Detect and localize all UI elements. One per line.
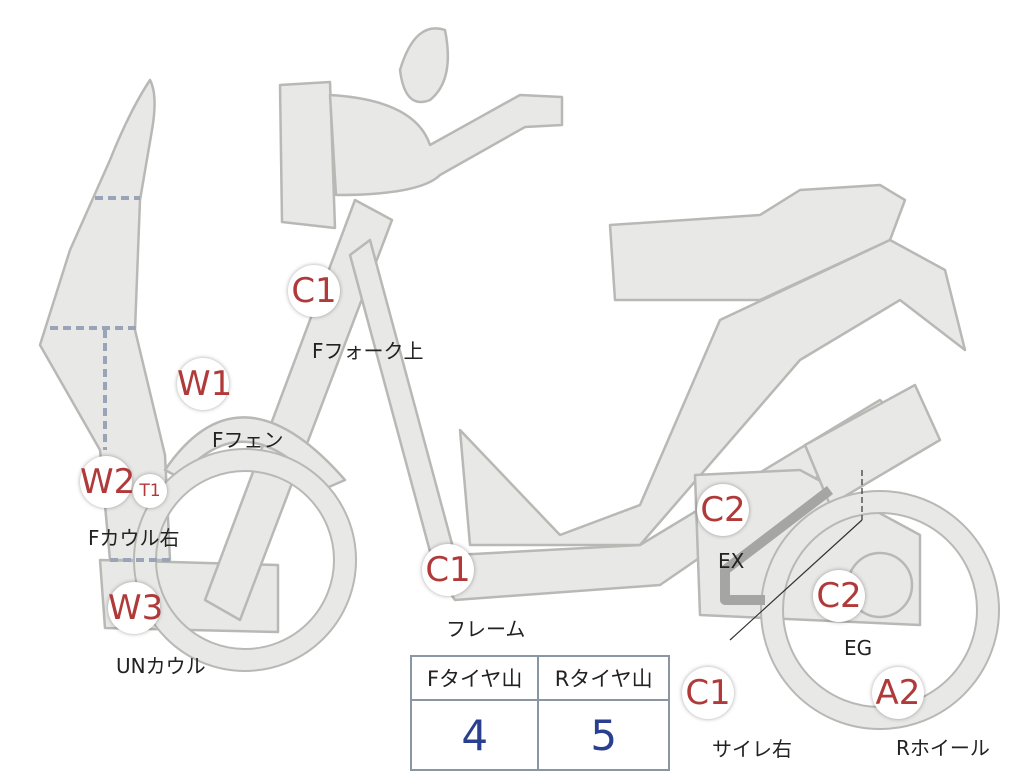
exhaust-pipe-shape <box>720 486 834 605</box>
front-fender-shape <box>163 416 347 492</box>
handlebar-shape <box>328 93 564 197</box>
label-fork-top: Fフォーク上 <box>312 339 424 363</box>
muffler-shape <box>803 383 942 507</box>
front-tread-header: Fタイヤ山 <box>409 655 540 701</box>
label-exhaust: EX <box>718 549 745 573</box>
label-engine: EG <box>844 636 873 660</box>
marker-fork-top: C1 <box>288 265 340 317</box>
label-frame: フレーム <box>446 617 526 641</box>
label-front-fender: Fフェン <box>212 428 284 452</box>
marker-front-fender: W1 <box>177 358 232 410</box>
headlight-shape <box>278 80 337 230</box>
mirror-shape <box>398 27 450 104</box>
label-silencer-right: サイレ右 <box>712 737 792 761</box>
label-under-cowl: UNカウル <box>116 654 206 678</box>
marker-front-cowl-right: W2 <box>80 456 135 508</box>
marker-exhaust: C2 <box>697 484 749 536</box>
marker-silencer-right: C1 <box>682 667 734 719</box>
body-shape <box>458 238 967 547</box>
front-tread-value: 4 <box>409 699 540 771</box>
rear-tread-header: Rタイヤ山 <box>537 655 670 701</box>
marker-frame: C1 <box>422 544 474 596</box>
marker-under-cowl: W3 <box>108 582 163 634</box>
marker-rear-wheel: A2 <box>872 667 924 719</box>
tire-tread-table: Fタイヤ山 Rタイヤ山 4 5 <box>409 655 670 771</box>
marker-engine: C2 <box>813 570 865 622</box>
marker-t1: T1 <box>133 474 167 508</box>
rear-tread-value: 5 <box>537 699 670 771</box>
label-front-cowl-right: Fカウル右 <box>88 526 180 550</box>
seat-shape <box>608 183 907 302</box>
front-wheel-shape <box>134 449 356 671</box>
label-rear-wheel: Rホイール <box>896 736 990 760</box>
